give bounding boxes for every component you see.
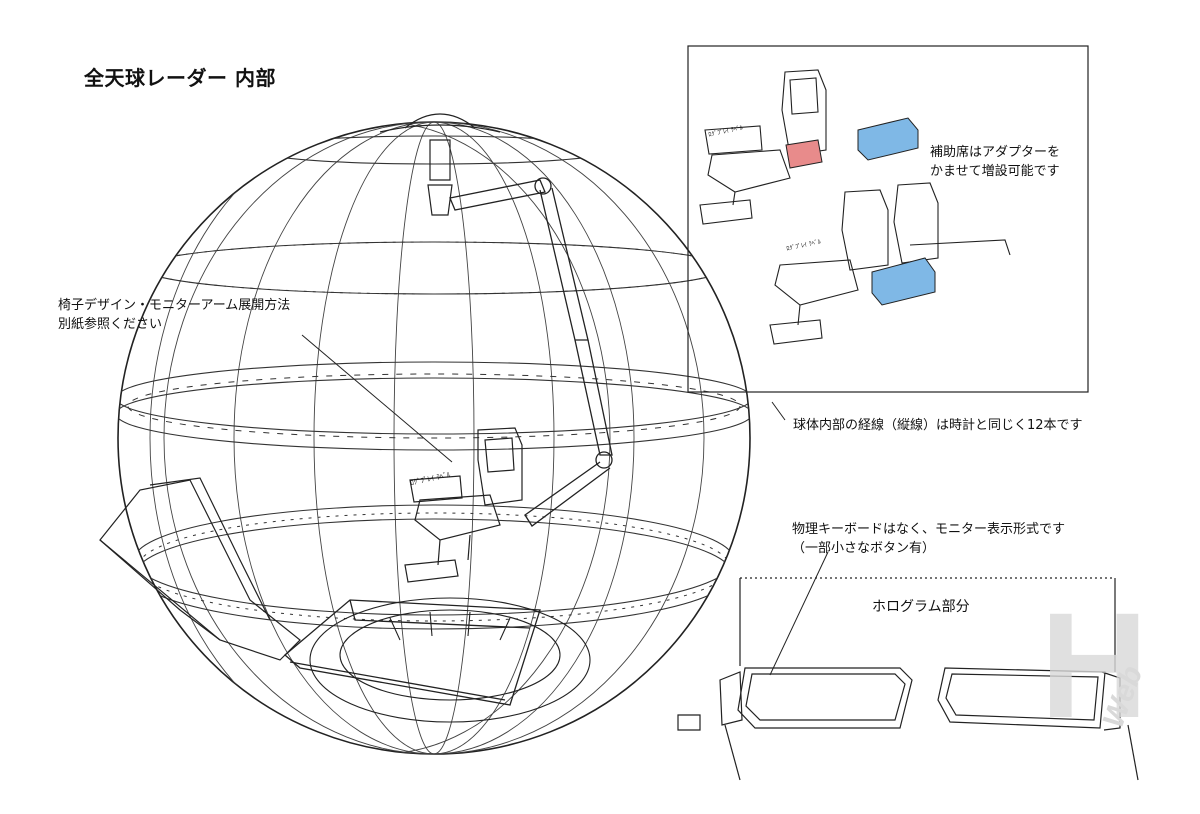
sphere-latitudes (118, 135, 750, 630)
ceiling-mount (379, 113, 501, 216)
assistant-seat-note-line1: 補助席はアダプターを (930, 145, 1061, 160)
keyboard-note: 物理キーボードはなく、モニター表示形式です （一部小さなボタン有） (792, 520, 1065, 558)
keyboard-note-line2: （一部小さなボタン有） (792, 541, 936, 556)
assistant-seat-note: 補助席はアダプターを かませて増設可能です (930, 143, 1060, 181)
console-desk (284, 599, 541, 706)
seat-design-note-line1: 椅子デザイン・モニターアーム展開方法 (58, 298, 291, 313)
seat-design-note-line2: 別紙参照ください (58, 317, 163, 332)
adapter-red (785, 139, 823, 169)
keyboard-note-line1: 物理キーボードはなく、モニター表示形式です (792, 522, 1066, 537)
leader-lines (301, 334, 829, 676)
inset-frame (687, 45, 1089, 393)
adapter-blue-standalone (857, 117, 919, 161)
assistant-seat-note-line2: かませて増設可能です (930, 164, 1060, 179)
inset-seat-top (699, 69, 827, 225)
side-panels (99, 477, 301, 661)
sphere-meridian-note: 球体内部の経線（縦線）は時計と同じく12本です (793, 418, 1083, 433)
monitor-desk (677, 577, 1139, 781)
page-title: 全天球レーダー 内部 (84, 66, 276, 90)
floor-hatch (309, 597, 591, 723)
monitor-arm (449, 177, 613, 527)
hologram-label: ホログラム部分 (872, 599, 970, 615)
watermark-letter: H (1040, 581, 1149, 749)
sphere-meridians (149, 122, 705, 754)
inset-seats-bottom (769, 182, 1011, 345)
seat-design-note: 椅子デザイン・モニターアーム展開方法 別紙参照ください (58, 296, 290, 334)
main-seat (404, 427, 523, 583)
adapter-blue-installed (871, 257, 936, 306)
